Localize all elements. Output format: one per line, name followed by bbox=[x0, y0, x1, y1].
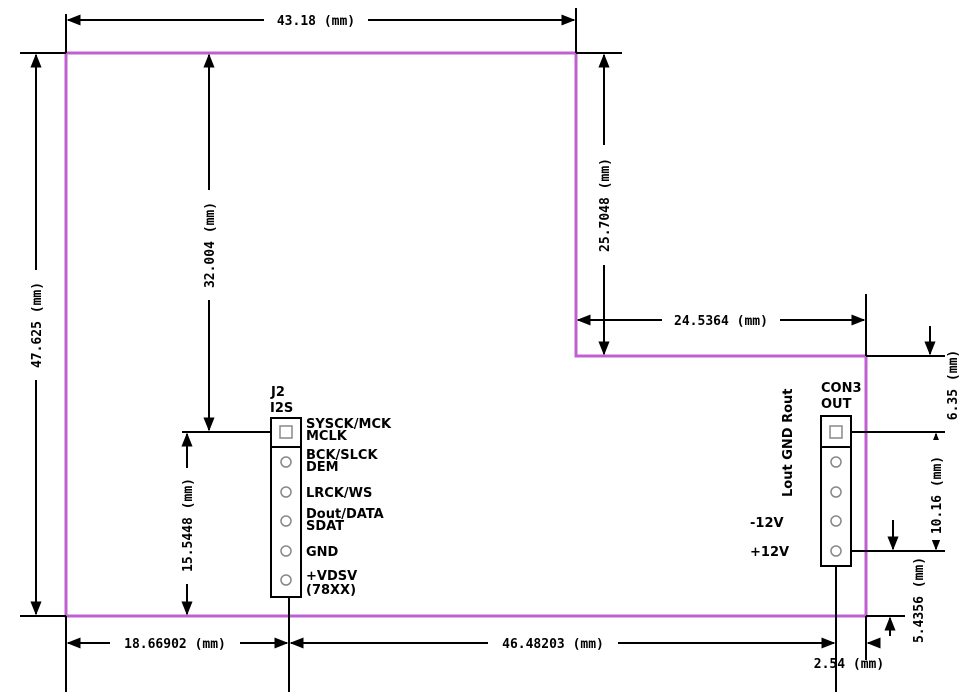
con3-minus12-label: -12V bbox=[750, 516, 784, 531]
j2-pin-6-pad bbox=[280, 574, 292, 586]
con3-pin-3-pad bbox=[830, 486, 842, 498]
j2-pin-3-pad bbox=[280, 486, 292, 498]
con3-plus12-label: +12V bbox=[750, 545, 789, 560]
dim-pitch: 2.54 (mm) bbox=[814, 657, 884, 672]
dim-left-margin: 18.66902 (mm) bbox=[124, 637, 226, 652]
j2-pin-2-label-2: DEM bbox=[306, 460, 339, 475]
dim-middle-span: 46.48203 (mm) bbox=[502, 637, 604, 652]
j2-pin-1-label-2: MCLK bbox=[306, 429, 348, 444]
dim-inner-height: 32.004 (mm) bbox=[203, 202, 218, 288]
con3-pin-1-pad bbox=[829, 425, 843, 439]
j2-pin-1-label: SYSCK/MCK bbox=[306, 417, 392, 432]
j2-pin-4-pad bbox=[280, 515, 292, 527]
j2-pin-5-label: GND bbox=[306, 545, 339, 560]
dimension-lines bbox=[30, 14, 942, 649]
j2-body bbox=[270, 417, 302, 598]
j2-pin-3-label: LRCK/WS bbox=[306, 486, 372, 501]
con3-output-labels: Lout GND Rout bbox=[781, 389, 796, 498]
j2-name: I2S bbox=[270, 401, 293, 416]
con3-pin-4-pad bbox=[830, 515, 842, 527]
dim-notch-height: 25.7048 (mm) bbox=[598, 158, 613, 252]
con3-name: OUT bbox=[821, 397, 852, 412]
j2-pin-6-label-2: (78XX) bbox=[306, 583, 356, 598]
j2-pin-5-pad bbox=[280, 545, 292, 557]
j2-pin-4-label-2: SDAT bbox=[306, 519, 344, 534]
j2-pin-2-label: BCK/SLCK bbox=[306, 448, 378, 463]
j2-pin-2-pad bbox=[280, 456, 292, 468]
con3-connector: CON3 OUT Lout GND Rout -12V +12V bbox=[750, 381, 862, 567]
dim-top-width: 43.18 (mm) bbox=[277, 14, 355, 29]
extension-lines bbox=[20, 8, 945, 692]
con3-pin-5-pad bbox=[830, 545, 842, 557]
j2-pin-4-label: Dout/DATA bbox=[306, 507, 384, 522]
dim-notch-width: 24.5364 (mm) bbox=[674, 314, 768, 329]
j2-pin-1-pad bbox=[279, 425, 293, 439]
j2-ref: J2 bbox=[270, 385, 285, 400]
dimension-labels: 43.18 (mm) 47.625 (mm) 32.004 (mm) 25.70… bbox=[28, 12, 959, 672]
dim-left-height: 47.625 (mm) bbox=[30, 282, 45, 368]
dim-right-offset: 6.35 (mm) bbox=[946, 350, 959, 420]
j2-pin-6-label: +VDSV bbox=[306, 569, 357, 584]
dim-pin-span: 10.16 (mm) bbox=[930, 456, 945, 534]
j2-connector: J2 I2S SYSCK/MCK MCLK BCK/SLCK DEM LRCK/… bbox=[270, 385, 392, 598]
dim-j2-height: 15.5448 (mm) bbox=[181, 478, 196, 572]
dim-bottom-offset: 5.4356 (mm) bbox=[912, 557, 927, 643]
con3-pin-2-pad bbox=[830, 456, 842, 468]
con3-ref: CON3 bbox=[821, 381, 862, 396]
